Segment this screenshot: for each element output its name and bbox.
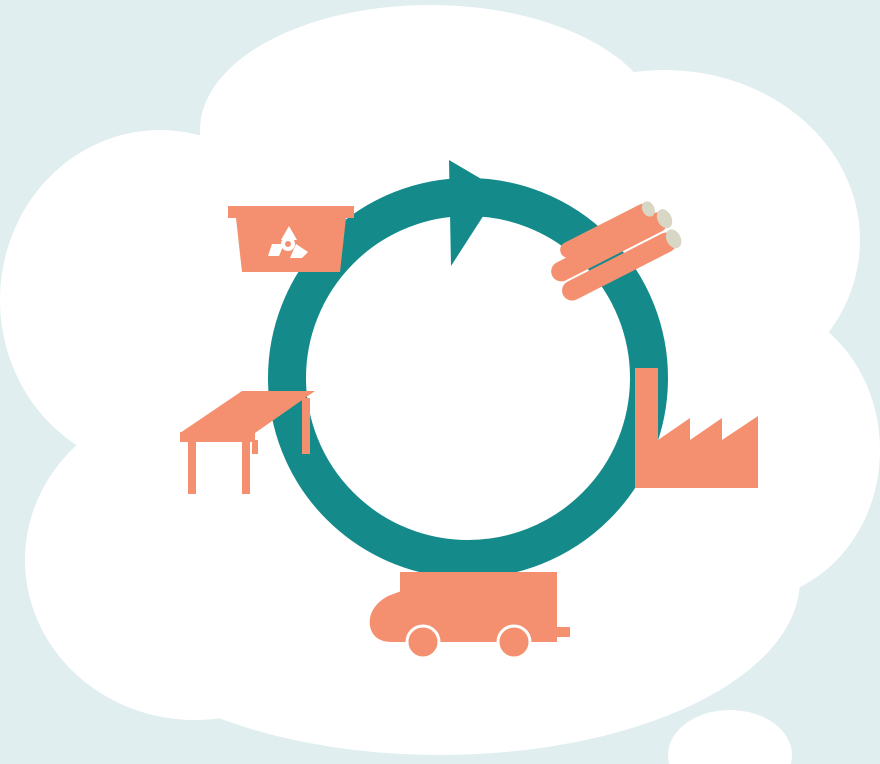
truck-wheel-rear [496,624,532,660]
truck-icon [369,572,570,660]
small-cloud-puff [668,710,792,764]
recycle-bin-icon [228,206,354,272]
logs-icon [551,201,682,301]
recycle-symbol-icon [268,226,308,258]
truck-wheel-front [405,624,441,660]
cycle-arrow-head [449,160,500,266]
table-icon [180,391,315,494]
factory-icon [635,368,758,488]
